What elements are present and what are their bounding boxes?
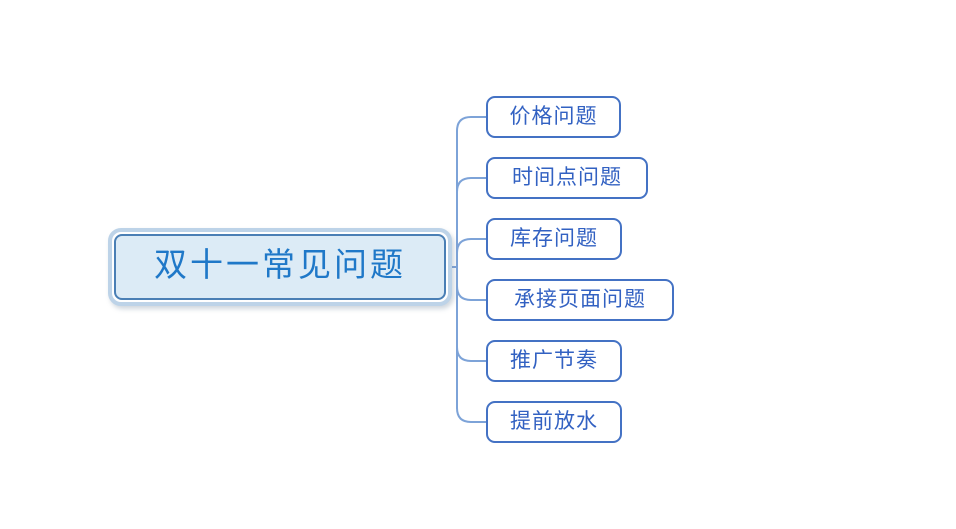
- topic-node[interactable]: 价格问题: [486, 96, 621, 138]
- topic-node[interactable]: 推广节奏: [486, 340, 622, 382]
- topic-node[interactable]: 提前放水: [486, 401, 622, 443]
- topic-label: 提前放水: [510, 408, 598, 433]
- topic-label: 库存问题: [510, 225, 598, 250]
- root-topic-node[interactable]: 双十一常见问题: [108, 228, 452, 306]
- topic-label: 推广节奏: [510, 347, 598, 372]
- topic-label: 时间点问题: [512, 164, 622, 189]
- root-topic-body: 双十一常见问题: [114, 234, 446, 300]
- topic-node[interactable]: 承接页面问题: [486, 279, 674, 321]
- topic-label: 价格问题: [509, 103, 598, 128]
- topic-node[interactable]: 库存问题: [486, 218, 622, 260]
- topic-label: 承接页面问题: [514, 286, 646, 311]
- topic-node[interactable]: 时间点问题: [486, 157, 648, 199]
- root-topic-label: 双十一常见问题: [154, 247, 406, 284]
